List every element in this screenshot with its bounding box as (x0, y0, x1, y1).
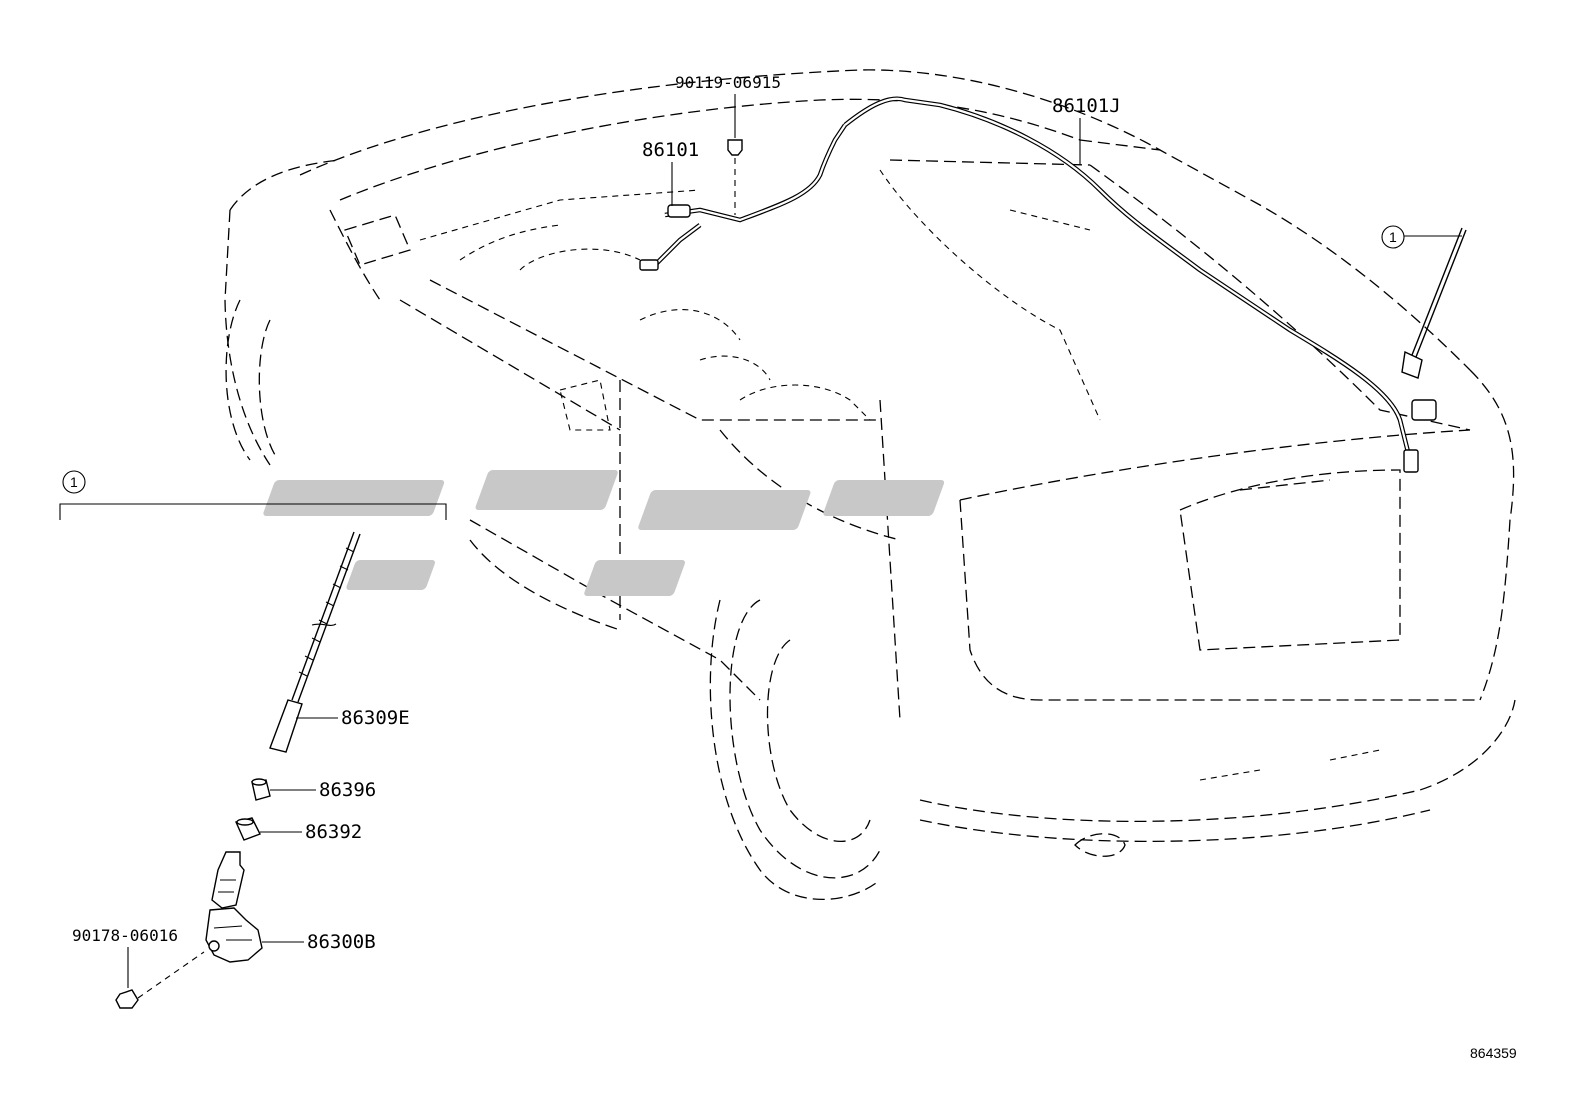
pad-part (235, 817, 261, 841)
antenna-cable-86101 (639, 123, 847, 271)
nut-part (115, 951, 205, 1009)
antenna-cable-86101j (843, 96, 1419, 473)
reference-number: 864359 (1470, 1045, 1517, 1061)
callout-90178-06016: 90178-06016 (72, 926, 178, 988)
callout-86101: 86101 (642, 139, 699, 206)
antenna-base-part (205, 851, 263, 963)
label-86300b: 86300B (307, 931, 376, 953)
callout-86309e: 86309E (296, 707, 410, 729)
callout-90119-06915: 90119-06915 (675, 73, 781, 215)
label-86101j: 86101J (1052, 95, 1121, 117)
label-86392: 86392 (305, 821, 362, 843)
label-90178-06016: 90178-06016 (72, 926, 178, 945)
callout-marker-roof: 1 (1381, 225, 1462, 249)
label-86101: 86101 (642, 139, 699, 161)
vehicle-outline (224, 69, 1516, 901)
marker-roof-number: 1 (1389, 229, 1397, 245)
callout-86396: 86396 (270, 779, 376, 801)
adapter-part (251, 778, 271, 801)
watermark (263, 470, 945, 596)
callout-86392: 86392 (260, 821, 362, 843)
label-86396: 86396 (319, 779, 376, 801)
label-90119-06915: 90119-06915 (675, 73, 781, 92)
antenna-rod-part (269, 531, 361, 753)
assembly-bracket: 1 (59, 470, 447, 520)
label-86309e: 86309E (341, 707, 410, 729)
callout-86300b: 86300B (262, 931, 376, 953)
marker-assembly-number: 1 (70, 474, 78, 490)
roof-antenna (1401, 227, 1467, 421)
callout-86101j: 86101J (1052, 95, 1121, 165)
screw-part (727, 139, 743, 156)
